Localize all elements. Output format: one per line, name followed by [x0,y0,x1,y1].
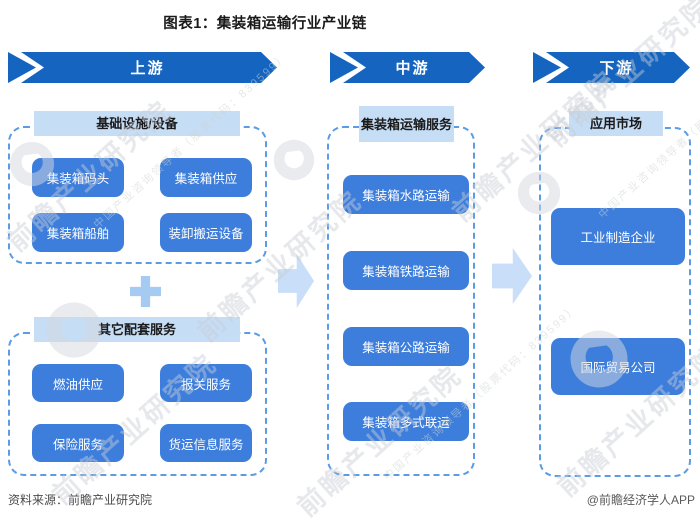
chain-node: 保险服务 [32,424,124,462]
chain-node: 燃油供应 [32,364,124,402]
stage-banner-midstream: 中游 [330,52,485,83]
stage-banner-downstream: 下游 [533,52,690,83]
group-header-infrastructure: 基础设施/设备 [34,111,240,136]
chevron-ribbon-icon [21,52,277,83]
figure-title: 图表1：集装箱运输行业产业链 [163,16,367,32]
chain-node: 集装箱码头 [32,158,124,197]
chain-node: 工业制造企业 [551,208,685,265]
source-note: 资料来源：前瞻产业研究院 [8,493,153,507]
chain-node: 集装箱铁路运输 [343,251,469,290]
watermark-logo-icon [272,138,316,182]
stage-banner-label: 中游 [395,60,430,77]
stage-banner-upstream: 上游 [8,52,277,83]
chevron-ribbon-icon [343,52,485,83]
group-header-transport: 集装箱运输服务 [359,106,454,142]
chain-node: 集装箱公路运输 [343,327,469,366]
chain-node: 货运信息服务 [160,424,252,462]
chain-node: 集装箱水路运输 [343,175,469,214]
flow-right-arrow-icon [278,254,314,308]
stage-banner-label: 下游 [599,60,634,77]
plus-icon [130,276,161,307]
chain-node: 报关服务 [160,364,252,402]
chain-node: 集装箱多式联运 [343,402,469,441]
credit-note: @前瞻经济学人APP [586,493,695,507]
flow-right-arrow-icon [492,248,532,304]
chain-node: 集装箱供应 [160,158,252,197]
group-header-application: 应用市场 [569,111,663,136]
chain-node: 装卸搬运设备 [160,213,252,252]
chevron-ribbon-icon [546,52,690,83]
panel-application-market [539,127,691,477]
group-header-support: 其它配套服务 [34,317,240,342]
stage-banner-label: 上游 [130,60,165,77]
chain-node: 集装箱船舶 [32,213,124,252]
chain-node: 国际贸易公司 [551,338,685,395]
